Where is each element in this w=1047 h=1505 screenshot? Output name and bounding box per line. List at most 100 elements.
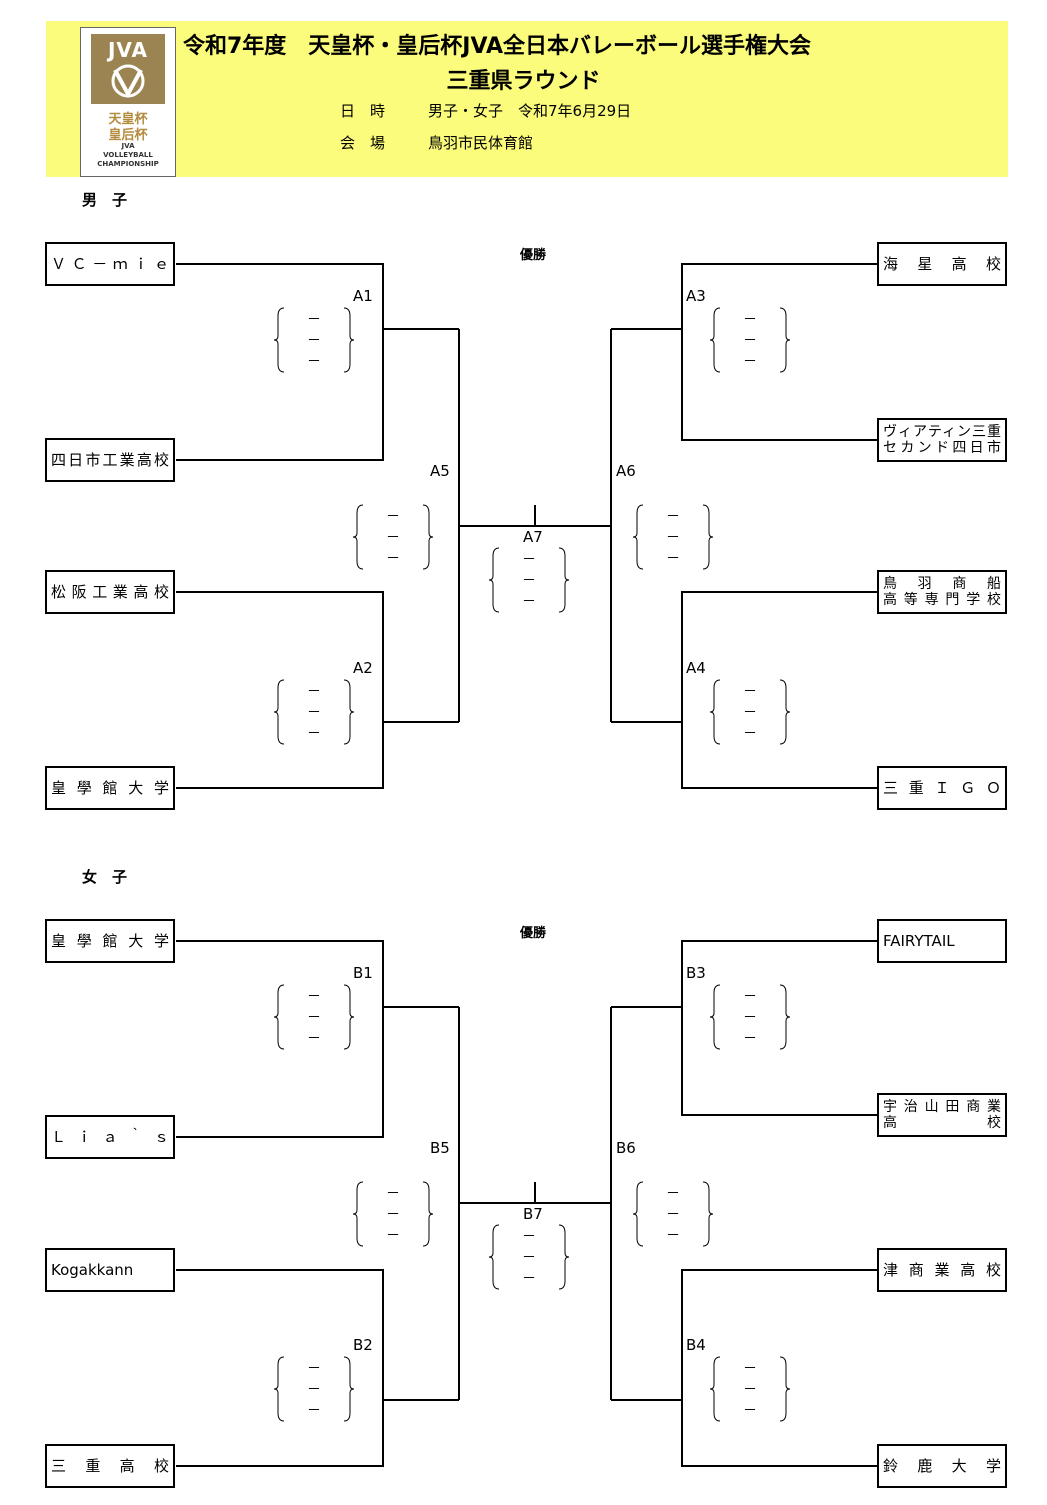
score-brace-right — [779, 307, 791, 373]
score-brace-left — [709, 679, 721, 745]
women-team-left-3: Kogakkann — [45, 1248, 175, 1292]
score-placeholder: － — [307, 1010, 321, 1026]
score-brace-left — [709, 984, 721, 1050]
score-placeholder: － — [307, 684, 321, 700]
score-brace-left — [488, 1224, 500, 1290]
date-value: 男子・女子 令和7年6月29日 — [428, 102, 632, 120]
match-label-a1: A1 — [353, 287, 373, 305]
score-placeholder: － — [666, 509, 680, 525]
page-subtitle: 三重県ラウンド — [446, 69, 601, 94]
match-label-b5: B5 — [430, 1139, 450, 1157]
women-team-right-2: 宇治山田商業高 校 — [877, 1093, 1007, 1137]
match-label-b4: B4 — [686, 1336, 706, 1354]
score-placeholder: － — [743, 726, 757, 742]
jva-logo: JVA 天皇杯 皇后杯 JVA VOLLEYBALL CHAMPIONSHIP — [80, 27, 176, 177]
score-placeholder: － — [743, 705, 757, 721]
score-placeholder: － — [386, 1207, 400, 1223]
venue-label: 会 場 — [340, 134, 386, 152]
score-brace-left — [709, 307, 721, 373]
score-placeholder: － — [666, 1228, 680, 1244]
score-brace-left — [709, 1356, 721, 1422]
score-brace-left — [352, 504, 364, 570]
score-placeholder: － — [386, 1228, 400, 1244]
score-brace-left — [273, 679, 285, 745]
men-team-right-3: 鳥羽商船高等専門学校 — [877, 570, 1007, 614]
women-team-left-4: 三重高校 — [45, 1444, 175, 1488]
match-label-b1: B1 — [353, 964, 373, 982]
score-placeholder: － — [666, 1186, 680, 1202]
logo-cup-line1: 天皇杯 — [108, 112, 148, 127]
score-brace-right — [702, 504, 714, 570]
score-placeholder: － — [743, 354, 757, 370]
logo-small-jva: JVA — [121, 142, 135, 150]
men-team-left-2: 四日市工業高校 — [45, 438, 175, 482]
women-team-left-2: Ｌｉａ｀ｓ — [45, 1115, 175, 1159]
score-placeholder: － — [743, 989, 757, 1005]
score-placeholder: － — [743, 1361, 757, 1377]
match-label-b3: B3 — [686, 964, 706, 982]
score-brace-left — [632, 504, 644, 570]
header-banner — [46, 21, 1008, 177]
men-team-left-1: ＶＣ－ｍｉｅ — [45, 242, 175, 286]
score-placeholder: － — [666, 530, 680, 546]
score-placeholder: － — [307, 354, 321, 370]
score-placeholder: － — [743, 1382, 757, 1398]
score-placeholder: － — [386, 530, 400, 546]
score-placeholder: － — [522, 594, 536, 610]
match-label-a4: A4 — [686, 659, 706, 677]
score-placeholder: － — [743, 312, 757, 328]
score-brace-left — [488, 547, 500, 613]
score-placeholder: － — [743, 333, 757, 349]
score-brace-left — [273, 984, 285, 1050]
match-label-a7: A7 — [523, 528, 543, 546]
score-placeholder: － — [307, 1382, 321, 1398]
score-brace-left — [273, 1356, 285, 1422]
match-label-b2: B2 — [353, 1336, 373, 1354]
women-team-right-1: FAIRYTAIL — [877, 919, 1007, 963]
men-team-left-3: 松阪工業高校 — [45, 570, 175, 614]
men-team-left-4: 皇學館大学 — [45, 766, 175, 810]
score-placeholder: － — [743, 1010, 757, 1026]
score-placeholder: － — [307, 1361, 321, 1377]
score-brace-right — [343, 679, 355, 745]
score-brace-right — [558, 1224, 570, 1290]
score-brace-left — [273, 307, 285, 373]
match-label-b6: B6 — [616, 1139, 636, 1157]
logo-small-championship: CHAMPIONSHIP — [97, 160, 159, 168]
score-brace-right — [343, 1356, 355, 1422]
score-placeholder: － — [522, 1229, 536, 1245]
score-placeholder: － — [307, 726, 321, 742]
score-placeholder: － — [743, 1031, 757, 1047]
score-placeholder: － — [522, 1250, 536, 1266]
logo-small-volleyball: VOLLEYBALL — [103, 151, 153, 159]
women-team-left-1: 皇學館大学 — [45, 919, 175, 963]
date-label: 日 時 — [340, 102, 386, 120]
score-brace-right — [422, 504, 434, 570]
score-brace-right — [343, 984, 355, 1050]
score-brace-right — [779, 679, 791, 745]
score-placeholder: － — [307, 1031, 321, 1047]
women-team-right-3: 津商業高校 — [877, 1248, 1007, 1292]
volleyball-v-icon — [111, 64, 145, 98]
score-brace-left — [632, 1181, 644, 1247]
women-champion-label: 優勝 — [520, 926, 547, 941]
match-label-a3: A3 — [686, 287, 706, 305]
score-placeholder: － — [522, 573, 536, 589]
men-champion-label: 優勝 — [520, 248, 547, 263]
women-team-right-4: 鈴鹿大学 — [877, 1444, 1007, 1488]
score-brace-right — [779, 1356, 791, 1422]
score-brace-right — [422, 1181, 434, 1247]
score-placeholder: － — [307, 333, 321, 349]
match-label-a5: A5 — [430, 462, 450, 480]
score-placeholder: － — [743, 684, 757, 700]
score-placeholder: － — [386, 551, 400, 567]
score-placeholder: － — [522, 1271, 536, 1287]
men-team-right-2: ヴィアティン三重セカンド四日市 — [877, 418, 1007, 462]
score-placeholder: － — [666, 1207, 680, 1223]
score-placeholder: － — [743, 1403, 757, 1419]
match-label-a6: A6 — [616, 462, 636, 480]
score-placeholder: － — [522, 552, 536, 568]
match-label-a2: A2 — [353, 659, 373, 677]
match-label-b7: B7 — [523, 1205, 543, 1223]
